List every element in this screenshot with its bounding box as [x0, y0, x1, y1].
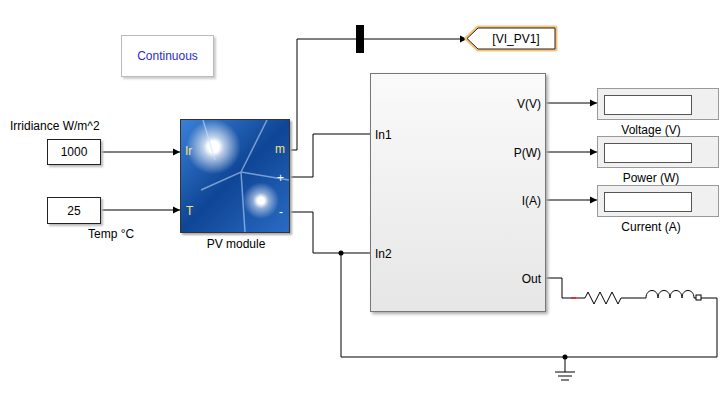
constant-value: 25 [67, 204, 80, 218]
signal-line [546, 149, 597, 156]
port-label: - [279, 205, 283, 219]
port-label: V(V) [517, 97, 541, 111]
block-label: Power (W) [598, 171, 704, 185]
goto-tag: [VI_PV1] [467, 28, 555, 49]
constant-block: 25Temp °C [47, 197, 101, 224]
display-block: Current (A) [597, 185, 719, 217]
port-label: + [277, 171, 284, 185]
mux-bar [356, 25, 364, 53]
wire-path [101, 152, 180, 153]
arrow-head [173, 149, 180, 156]
subsystem-block: In1In2 V(V) P(W) I(A) Out [370, 73, 546, 312]
pv-module-block: IrTm+-PV module [180, 119, 290, 233]
powergui-block: Continuous [121, 35, 214, 77]
port-label: T [186, 204, 193, 218]
arrow-head [590, 100, 597, 107]
block-label: Voltage (V) [598, 123, 704, 137]
display-screen [604, 192, 692, 212]
block-label: Temp °C [88, 227, 134, 241]
wire-path [290, 134, 370, 177]
block-label: PV module [181, 237, 291, 251]
port-terminal [696, 295, 701, 300]
goto-shape [467, 28, 555, 49]
constant-value: 1000 [61, 145, 88, 159]
port-label: P(W) [514, 146, 541, 160]
physical-wire [290, 212, 370, 253]
port-label: In2 [375, 247, 392, 261]
port-label: Ir [185, 144, 192, 158]
signal-line [546, 197, 597, 204]
port-label: Out [522, 272, 541, 286]
arrow-head [590, 197, 597, 204]
signal-line [546, 100, 597, 107]
wire-path [546, 200, 597, 201]
wire-path [290, 212, 370, 253]
wire-path [546, 103, 597, 104]
display-screen [604, 143, 692, 163]
resistor-symbol [578, 292, 640, 304]
inductor-symbol [640, 291, 696, 299]
wire-path [101, 210, 180, 211]
solar-cell-picture [181, 120, 289, 232]
wire-path [546, 152, 597, 153]
port-label: In1 [375, 128, 392, 142]
port-label: m [275, 142, 285, 156]
rl-wire [700, 298, 717, 299]
arrow-head [173, 207, 180, 214]
solver-label: Continuous [137, 49, 198, 63]
port-label: I(A) [522, 194, 541, 208]
selection-glow [467, 28, 555, 49]
block-label: Current (A) [598, 220, 704, 234]
ground-symbol [555, 357, 575, 380]
out-wire [546, 278, 576, 298]
display-block: Voltage (V) [597, 88, 719, 120]
constant-block: Irridiance W/m^21000 [47, 139, 101, 165]
display-screen [604, 95, 692, 115]
arrow-head [590, 149, 597, 156]
signal-line [101, 149, 180, 156]
display-block: Power (W) [597, 136, 719, 168]
block-label: Irridiance W/m^2 [10, 119, 100, 133]
tag-label: [VI_PV1] [482, 32, 539, 46]
port-mark [571, 297, 578, 299]
signal-line [101, 207, 180, 214]
physical-wire [290, 134, 370, 177]
